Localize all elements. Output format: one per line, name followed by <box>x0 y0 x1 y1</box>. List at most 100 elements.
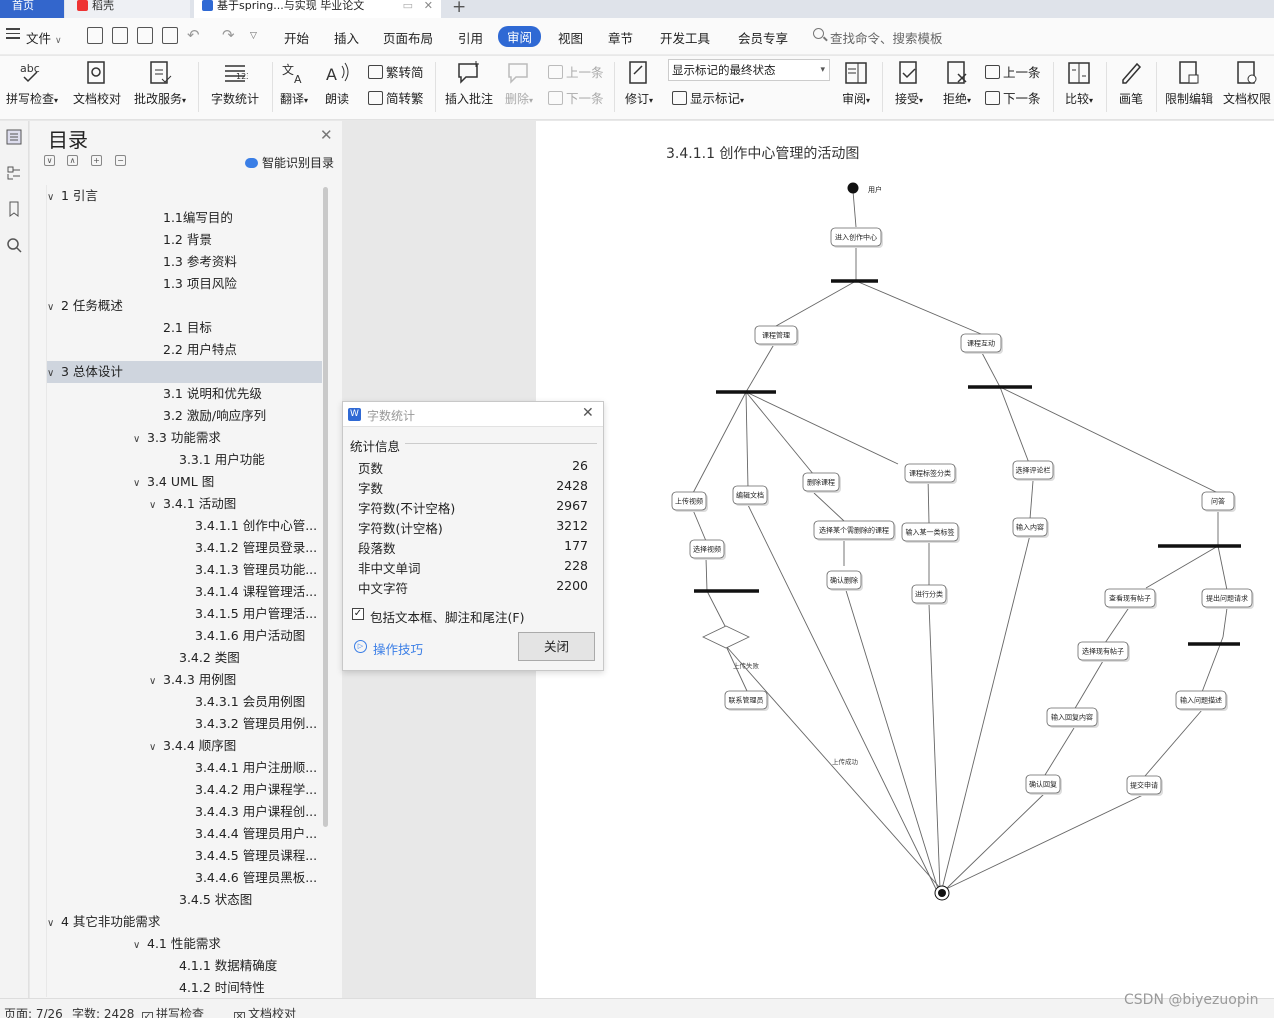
menu-review[interactable]: 审阅 <box>498 26 542 47</box>
menu-member[interactable]: 会员专享 <box>738 31 789 46</box>
spell-check-toggle[interactable]: ✓拼写检查 <box>142 1005 204 1018</box>
play-tips-icon[interactable]: ▷ <box>354 640 367 653</box>
tab-home[interactable]: 首页 <box>0 0 64 18</box>
chevron-down-icon[interactable]: ∨ <box>47 192 55 203</box>
chevron-down-icon[interactable]: ∨ <box>47 918 55 929</box>
toc-item[interactable]: ∨2 任务概述 <box>47 295 322 317</box>
restrict-editing-button[interactable]: 限制编辑 <box>1162 56 1216 120</box>
toc-item[interactable]: 3.4.1.2 管理员登录... <box>47 537 322 559</box>
redo-icon[interactable]: ↷ <box>222 26 235 44</box>
pin-icon[interactable]: ▭ <box>402 0 413 12</box>
toc-item[interactable]: ∨4.1 性能需求 <box>47 933 322 955</box>
toc-item[interactable]: 3.2 激励/响应序列 <box>47 405 322 427</box>
word-count-button[interactable]: 123字数统计 <box>206 56 264 120</box>
toc-item[interactable]: 1.3 项目风险 <box>47 273 322 295</box>
chevron-down-icon[interactable]: ∨ <box>133 434 141 445</box>
prev-change-button[interactable]: 上一条 <box>985 62 1041 81</box>
toc-item[interactable]: 3.4.3.2 管理员用例... <box>47 713 322 735</box>
include-textbox-label[interactable]: 包括文本框、脚注和尾注(F) <box>370 610 525 625</box>
chevron-down-icon[interactable]: ∨ <box>47 302 55 313</box>
menu-chapter[interactable]: 章节 <box>608 31 634 46</box>
menu-dev-tools[interactable]: 开发工具 <box>660 31 711 46</box>
insert-comment-button[interactable]: 插入批注 <box>442 56 496 120</box>
ink-pen-button[interactable]: 画笔 <box>1112 56 1150 120</box>
page-indicator[interactable]: 页面: 7/26 <box>4 1007 63 1018</box>
accept-button[interactable]: 接受▾ <box>888 56 930 120</box>
toc-item[interactable]: 3.4.1.1 创作中心管... <box>47 515 322 537</box>
chapter-nav-icon[interactable] <box>6 165 22 181</box>
toc-icon[interactable] <box>6 129 22 145</box>
export-pdf-icon[interactable] <box>112 27 128 44</box>
smart-toc-button[interactable]: 智能识别目录 <box>245 154 334 171</box>
toc-item[interactable]: 2.2 用户特点 <box>47 339 322 361</box>
menu-layout[interactable]: 页面布局 <box>383 31 434 46</box>
close-button[interactable]: 关闭 <box>518 632 595 661</box>
markup-mode-select[interactable]: 显示标记的最终状态▾ <box>668 59 830 81</box>
toc-item[interactable]: 3.1 说明和优先级 <box>47 383 322 405</box>
search-icon[interactable] <box>813 28 824 39</box>
compare-button[interactable]: 比较▾ <box>1058 56 1100 120</box>
chevron-down-icon[interactable]: ∨ <box>133 940 141 951</box>
reject-button[interactable]: 拒绝▾ <box>936 56 978 120</box>
toc-item[interactable]: 1.3 参考资料 <box>47 251 322 273</box>
tab-daoke[interactable]: 稻壳 <box>65 0 190 18</box>
save-icon[interactable] <box>87 27 103 44</box>
close-icon[interactable]: ✕ <box>320 126 333 144</box>
chevron-down-icon[interactable]: ∨ <box>47 368 55 379</box>
toc-item[interactable]: 4.1.1 数据精确度 <box>47 955 322 977</box>
toc-item[interactable]: ∨1 引言 <box>47 185 322 207</box>
trad-to-simp-button[interactable]: 繁转简 <box>368 62 424 81</box>
toc-item[interactable]: 3.4.1.5 用户管理活... <box>47 603 322 625</box>
toc-item[interactable]: 3.4.2 类图 <box>47 647 322 669</box>
chevron-down-icon[interactable]: ∨ <box>133 478 141 489</box>
menu-start[interactable]: 开始 <box>284 31 310 46</box>
doc-permission-button[interactable]: 文档权限 <box>1220 56 1274 120</box>
toc-item[interactable]: 3.4.5 状态图 <box>47 889 322 911</box>
toc-item[interactable]: 3.4.1.4 课程管理活... <box>47 581 322 603</box>
toc-item[interactable]: ∨3.4.4 顺序图 <box>47 735 322 757</box>
toc-item[interactable]: 3.4.4.6 管理员黑板... <box>47 867 322 889</box>
toc-item[interactable]: ∨3.4 UML 图 <box>47 471 322 493</box>
document-proofread-button[interactable]: 文档校对 <box>70 56 124 120</box>
toc-item[interactable]: 4.1.2 时间特性 <box>47 977 322 997</box>
print-preview-icon[interactable] <box>162 27 178 44</box>
command-search-input[interactable]: 查找命令、搜索模板 <box>830 31 943 46</box>
menu-view[interactable]: 视图 <box>558 31 584 46</box>
include-textbox-checkbox[interactable]: ✓ <box>352 608 364 620</box>
toc-item[interactable]: ∨3.3 功能需求 <box>47 427 322 449</box>
show-markup-button[interactable]: 显示标记▾ <box>672 88 744 107</box>
toc-item[interactable]: 3.4.4.2 用户课程学... <box>47 779 322 801</box>
menu-file[interactable]: 文件 ∨ <box>26 31 62 46</box>
remove-heading-icon[interactable]: − <box>115 155 126 166</box>
word-count-indicator[interactable]: 字数: 2428 <box>72 1007 135 1018</box>
toc-item[interactable]: ∨3.4.3 用例图 <box>47 669 322 691</box>
track-changes-button[interactable]: 修订▾ <box>620 56 658 120</box>
tips-link[interactable]: 操作技巧 <box>373 642 424 657</box>
toc-item[interactable]: 3.4.3.1 会员用例图 <box>47 691 322 713</box>
toc-item[interactable]: 3.4.1.6 用户活动图 <box>47 625 322 647</box>
proofread-toggle[interactable]: ✕文档校对 <box>234 1005 296 1018</box>
toc-item[interactable]: 3.4.4.4 管理员用户... <box>47 823 322 845</box>
collapse-all-icon[interactable]: ∨ <box>44 155 55 166</box>
chevron-down-icon[interactable]: ∨ <box>149 742 157 753</box>
new-tab-button[interactable]: + <box>452 0 467 17</box>
delete-comment-button[interactable]: 删除▾ <box>500 56 538 120</box>
close-tab-icon[interactable]: ✕ <box>423 0 433 12</box>
add-heading-icon[interactable]: + <box>91 155 102 166</box>
toc-item[interactable]: 3.4.4.3 用户课程创... <box>47 801 322 823</box>
document-page[interactable]: 3.4.1.1 创作中心管理的活动图 用户进入创作中心课程管理课程互动上传视频编… <box>536 121 1274 998</box>
search-icon[interactable] <box>6 237 22 253</box>
tab-document[interactable]: 基于spring...与实现 毕业论文▭✕ <box>194 0 441 18</box>
chevron-down-icon[interactable]: ∨ <box>149 500 157 511</box>
next-change-button[interactable]: 下一条 <box>985 88 1041 107</box>
prev-comment-button[interactable]: 上一条 <box>548 62 604 81</box>
print-icon[interactable] <box>137 27 153 44</box>
toc-scrollbar[interactable] <box>323 187 328 827</box>
toc-item[interactable]: 1.2 背景 <box>47 229 322 251</box>
toc-item[interactable]: 3.4.4.5 管理员课程... <box>47 845 322 867</box>
next-comment-button[interactable]: 下一条 <box>548 88 604 107</box>
customize-chevron-down-icon[interactable]: ▽ <box>250 31 257 41</box>
